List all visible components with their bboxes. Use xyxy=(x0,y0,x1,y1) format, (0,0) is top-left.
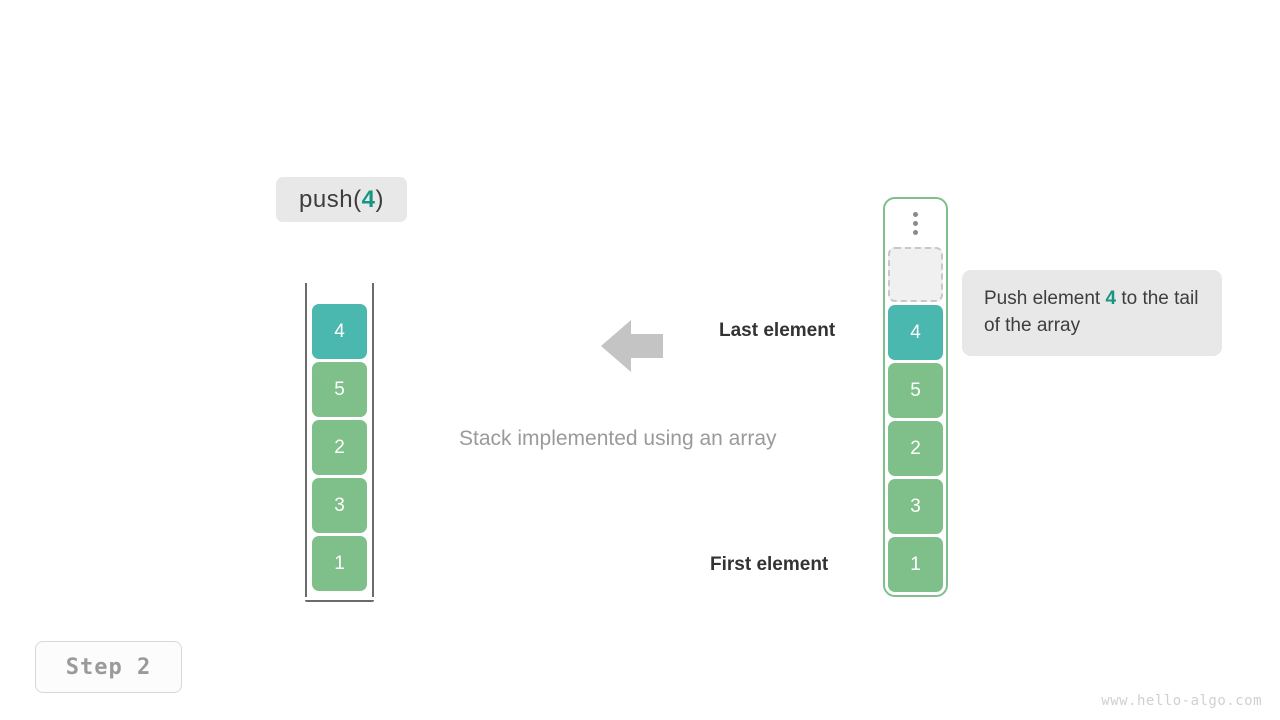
array-cell: 3 xyxy=(888,479,943,534)
stack-cell: 4 xyxy=(312,304,367,359)
left-stack-cells: 4 5 2 3 1 xyxy=(312,304,367,591)
annotation-line1-prefix: Push element xyxy=(984,288,1106,309)
operation-label-prefix: push( xyxy=(299,185,362,213)
annotation-line1-suffix: to xyxy=(1116,288,1138,309)
operation-label-value: 4 xyxy=(361,185,376,213)
stack-wall-left xyxy=(305,283,307,597)
watermark: www.hello-algo.com xyxy=(1101,693,1262,709)
annotation-line2: the tail of the array xyxy=(984,288,1199,336)
vertical-ellipsis-icon xyxy=(885,212,946,235)
array-cell: 5 xyxy=(888,363,943,418)
label-first-element: First element xyxy=(710,554,829,575)
right-array-cells: 4 5 2 3 1 xyxy=(888,247,943,592)
array-cell: 1 xyxy=(888,537,943,592)
stack-cell: 3 xyxy=(312,478,367,533)
annotation-accent-value: 4 xyxy=(1105,288,1117,309)
left-arrow-icon xyxy=(601,320,663,372)
label-last-element: Last element xyxy=(719,320,836,341)
stack-cell: 1 xyxy=(312,536,367,591)
stack-floor xyxy=(305,600,374,602)
operation-label-suffix: ) xyxy=(375,185,384,213)
array-cell: 2 xyxy=(888,421,943,476)
diagram-caption: Stack implemented using an array xyxy=(459,427,777,450)
annotation-bubble: Push element 4 to the tail of the array xyxy=(962,270,1222,356)
stack-cell: 5 xyxy=(312,362,367,417)
array-cell: 4 xyxy=(888,305,943,360)
step-badge: Step 2 xyxy=(35,641,182,693)
array-cell-empty xyxy=(888,247,943,302)
stack-wall-right xyxy=(372,283,374,597)
stack-cell: 2 xyxy=(312,420,367,475)
operation-label: push(4) xyxy=(276,177,407,222)
right-array-container: 4 5 2 3 1 xyxy=(883,197,948,597)
left-stack-container: 4 5 2 3 1 xyxy=(305,283,374,602)
